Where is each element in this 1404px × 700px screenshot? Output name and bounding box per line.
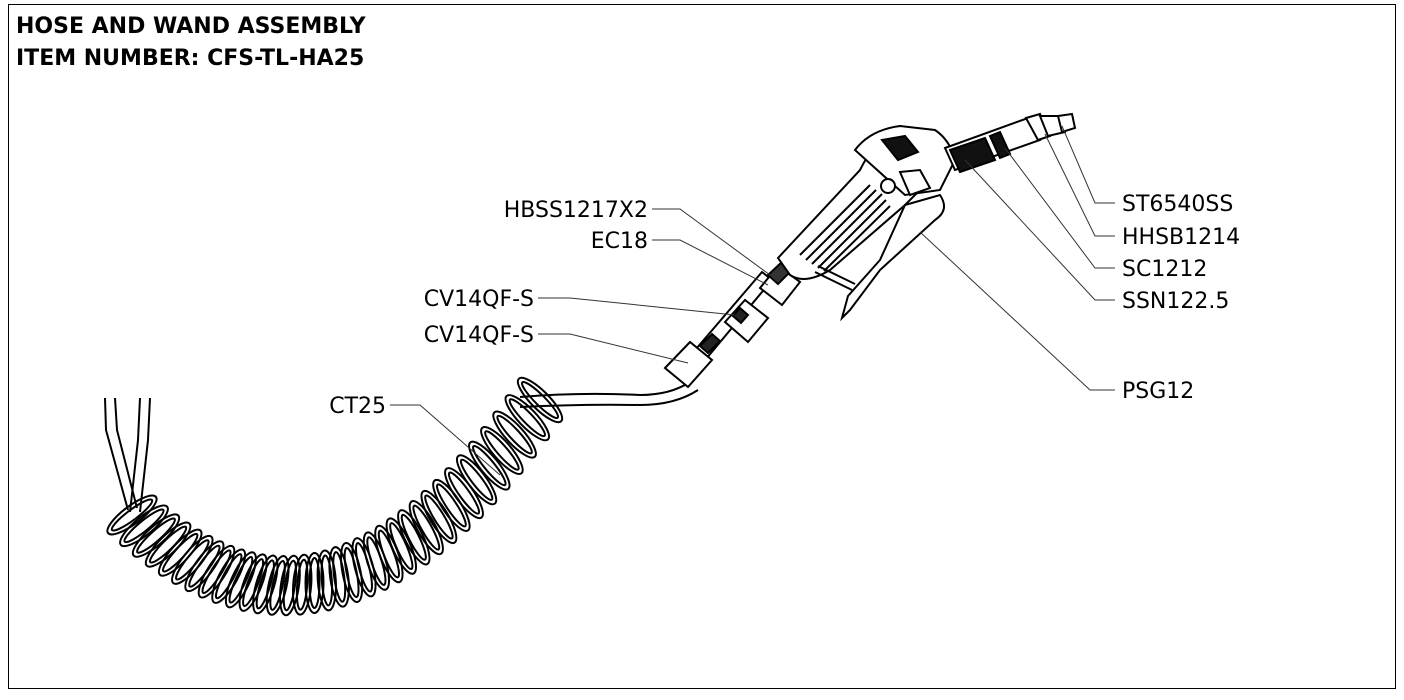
hose-coil-inner — [412, 504, 441, 551]
item-number: ITEM NUMBER: CFS-TL-HA25 — [16, 46, 365, 71]
hose-coil-inner — [447, 471, 481, 515]
leader-cv2 — [538, 333, 689, 364]
hose-coil-loop — [184, 540, 225, 593]
callout-cv14qf-s-lower: CV14QF-S — [424, 323, 534, 348]
callout-ssn122-5: SSN122.5 — [1122, 289, 1229, 314]
hose-coil-inner — [389, 522, 414, 571]
leader-sc — [1004, 147, 1115, 269]
hose-coil-loop — [171, 534, 214, 585]
callout-ct25: CT25 — [329, 394, 386, 419]
leader-hbss — [652, 208, 771, 276]
hose-coil-inner — [496, 414, 533, 455]
leader-ec18 — [652, 239, 769, 286]
hose-coil-loop — [316, 549, 337, 612]
leader-cv1 — [538, 297, 736, 316]
hose-coil-inner — [308, 557, 321, 609]
hose-coil-loop — [119, 504, 169, 548]
hose-coil-loop — [397, 509, 431, 566]
hose-coil-loop — [291, 553, 313, 616]
hose-coil-inner — [110, 498, 154, 532]
hose-coil-loop — [408, 500, 444, 556]
leader-ssn — [964, 159, 1115, 301]
hose-coil-loop — [197, 544, 236, 599]
hose-coil-loop — [385, 517, 417, 575]
hose-coil-inner — [255, 559, 275, 610]
hose-coil-loop — [106, 494, 158, 536]
hose-coil-inner — [320, 554, 334, 607]
hose-coil-loop — [420, 489, 458, 545]
hose-coil-loop — [278, 554, 301, 617]
hose-coil-loop — [492, 410, 537, 459]
hose-coil-loop — [480, 426, 524, 475]
hose-coil-inner — [484, 430, 520, 471]
hose-coil-inner — [508, 398, 546, 438]
hose-coil-loop — [504, 394, 551, 442]
hose-coil-inner — [214, 553, 243, 600]
leader-st — [1061, 125, 1115, 204]
hose-coil-loop — [224, 551, 257, 609]
hose-coil-loop — [265, 555, 290, 616]
hose-coil-inner — [242, 558, 265, 608]
hose-coil-loop — [157, 528, 203, 577]
hose-coil-inner — [459, 458, 494, 501]
hose-coil-loop — [238, 553, 268, 612]
hose-coil-inner — [123, 508, 165, 544]
hose-coil-inner — [201, 549, 232, 594]
wand-tube — [663, 260, 802, 389]
callout-ec18: EC18 — [591, 229, 648, 254]
leader-ct25 — [390, 404, 501, 476]
hose-coil-inner — [472, 444, 507, 487]
callout-psg12: PSG12 — [1122, 379, 1194, 404]
hose-coil-inner — [520, 380, 560, 420]
callout-sc1212: SC1212 — [1122, 257, 1207, 282]
callout-st6540ss: ST6540SS — [1122, 192, 1233, 217]
drawing-title: HOSE AND WAND ASSEMBLY — [16, 14, 366, 39]
leader-psg — [919, 231, 1115, 391]
coiled-hose — [104, 376, 699, 617]
hose-coil-loop — [211, 548, 247, 604]
hose-coil-inner — [400, 513, 427, 561]
callout-hbss1217x2: HBSS1217X2 — [504, 198, 648, 223]
callout-hhsb1214: HHSB1214 — [1122, 225, 1240, 250]
hose-coil-inner — [295, 558, 309, 611]
hose-coil-inner — [282, 559, 298, 612]
hose-coil-loop — [144, 521, 192, 568]
leader-hhsb — [1044, 133, 1115, 237]
hose-coil-inner — [435, 483, 467, 528]
hose-coil-inner — [424, 494, 454, 540]
leader-lines — [390, 125, 1115, 476]
drawing-frame — [8, 4, 1396, 689]
spray-gun — [776, 112, 1077, 322]
hose-coil-inner — [269, 559, 286, 611]
hose-coil-inner — [228, 555, 254, 604]
callout-cv14qf-s-upper: CV14QF-S — [424, 287, 534, 312]
hose-coil-loop — [252, 554, 279, 615]
hose-coil-loop — [304, 552, 325, 614]
hose-coil-loop — [468, 440, 511, 491]
